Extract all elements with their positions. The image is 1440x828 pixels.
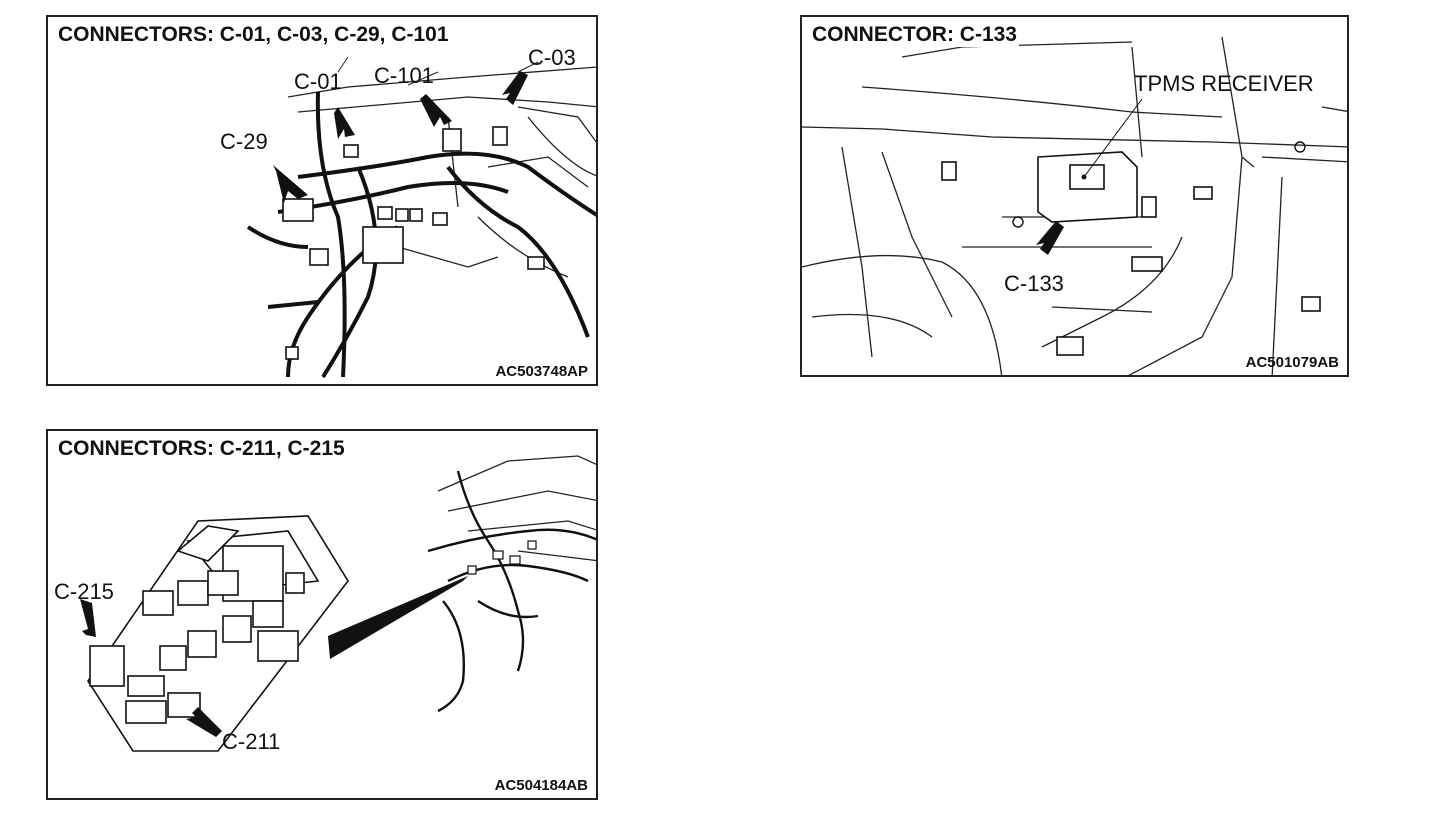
- connector-diagram-c133: CONNECTOR: C-133 TPMS RECEIVER C-133 AC5…: [800, 15, 1349, 377]
- panel-title: CONNECTORS: C-01, C-03, C-29, C-101: [56, 23, 451, 47]
- figure-code: AC504184AB: [494, 777, 588, 794]
- panel-title: CONNECTORS: C-211, C-215: [56, 437, 347, 461]
- callout-c03: C-03: [528, 45, 576, 70]
- callout-c29: C-29: [220, 129, 268, 154]
- wiring-harness-illustration: [246, 56, 596, 379]
- panel-title: CONNECTOR: C-133: [810, 23, 1019, 47]
- junction-block-illustration: [80, 455, 596, 752]
- figure-code: AC501079AB: [1245, 354, 1339, 371]
- callout-c01: C-01: [294, 69, 342, 94]
- callout-c101: C-101: [374, 63, 434, 88]
- connector-diagram-c01-c03-c29-c101: CONNECTORS: C-01, C-03, C-29, C-101 C-01…: [46, 15, 598, 386]
- tpms-receiver-label: TPMS RECEIVER: [1134, 71, 1314, 96]
- callout-c215: C-215: [54, 579, 114, 604]
- connector-diagram-c211-c215: CONNECTORS: C-211, C-215 C-215 C-211 AC5…: [46, 429, 598, 800]
- callout-c211: C-211: [222, 729, 281, 754]
- figure-code: AC503748AP: [495, 363, 588, 380]
- callout-c133: C-133: [1004, 271, 1064, 296]
- tpms-receiver-illustration: [802, 36, 1347, 375]
